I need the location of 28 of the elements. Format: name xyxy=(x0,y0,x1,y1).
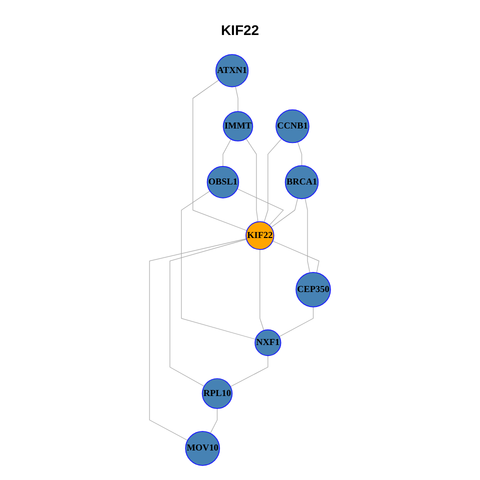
connector xyxy=(264,138,282,223)
node-circle: CCNB1 xyxy=(276,109,310,144)
node-circle: ATXN1 xyxy=(215,54,249,88)
diagram-title: KIF22 xyxy=(220,22,260,38)
connector xyxy=(278,306,314,337)
connector xyxy=(246,138,258,222)
node-circle: RPL10 xyxy=(202,378,233,409)
connector xyxy=(236,188,284,226)
connector xyxy=(192,80,248,231)
node-circle: OBSL1 xyxy=(206,166,240,198)
node-circle: KIF22 xyxy=(246,221,274,250)
connector xyxy=(181,190,256,340)
connector xyxy=(149,238,247,441)
connector xyxy=(304,198,310,274)
connector xyxy=(222,138,232,167)
node-circle: CEP350 xyxy=(296,272,331,308)
node-circle: MOV10 xyxy=(185,431,220,466)
connector xyxy=(235,86,238,112)
connector xyxy=(260,249,264,331)
connector xyxy=(230,355,268,387)
connector xyxy=(270,198,298,228)
connector xyxy=(272,240,320,274)
node-circle: NXF1 xyxy=(254,329,282,356)
connector xyxy=(210,408,218,434)
node-circle: IMMT xyxy=(222,111,254,142)
connector xyxy=(297,142,302,166)
node-circle: BRCA1 xyxy=(284,165,319,200)
connector xyxy=(170,239,247,387)
